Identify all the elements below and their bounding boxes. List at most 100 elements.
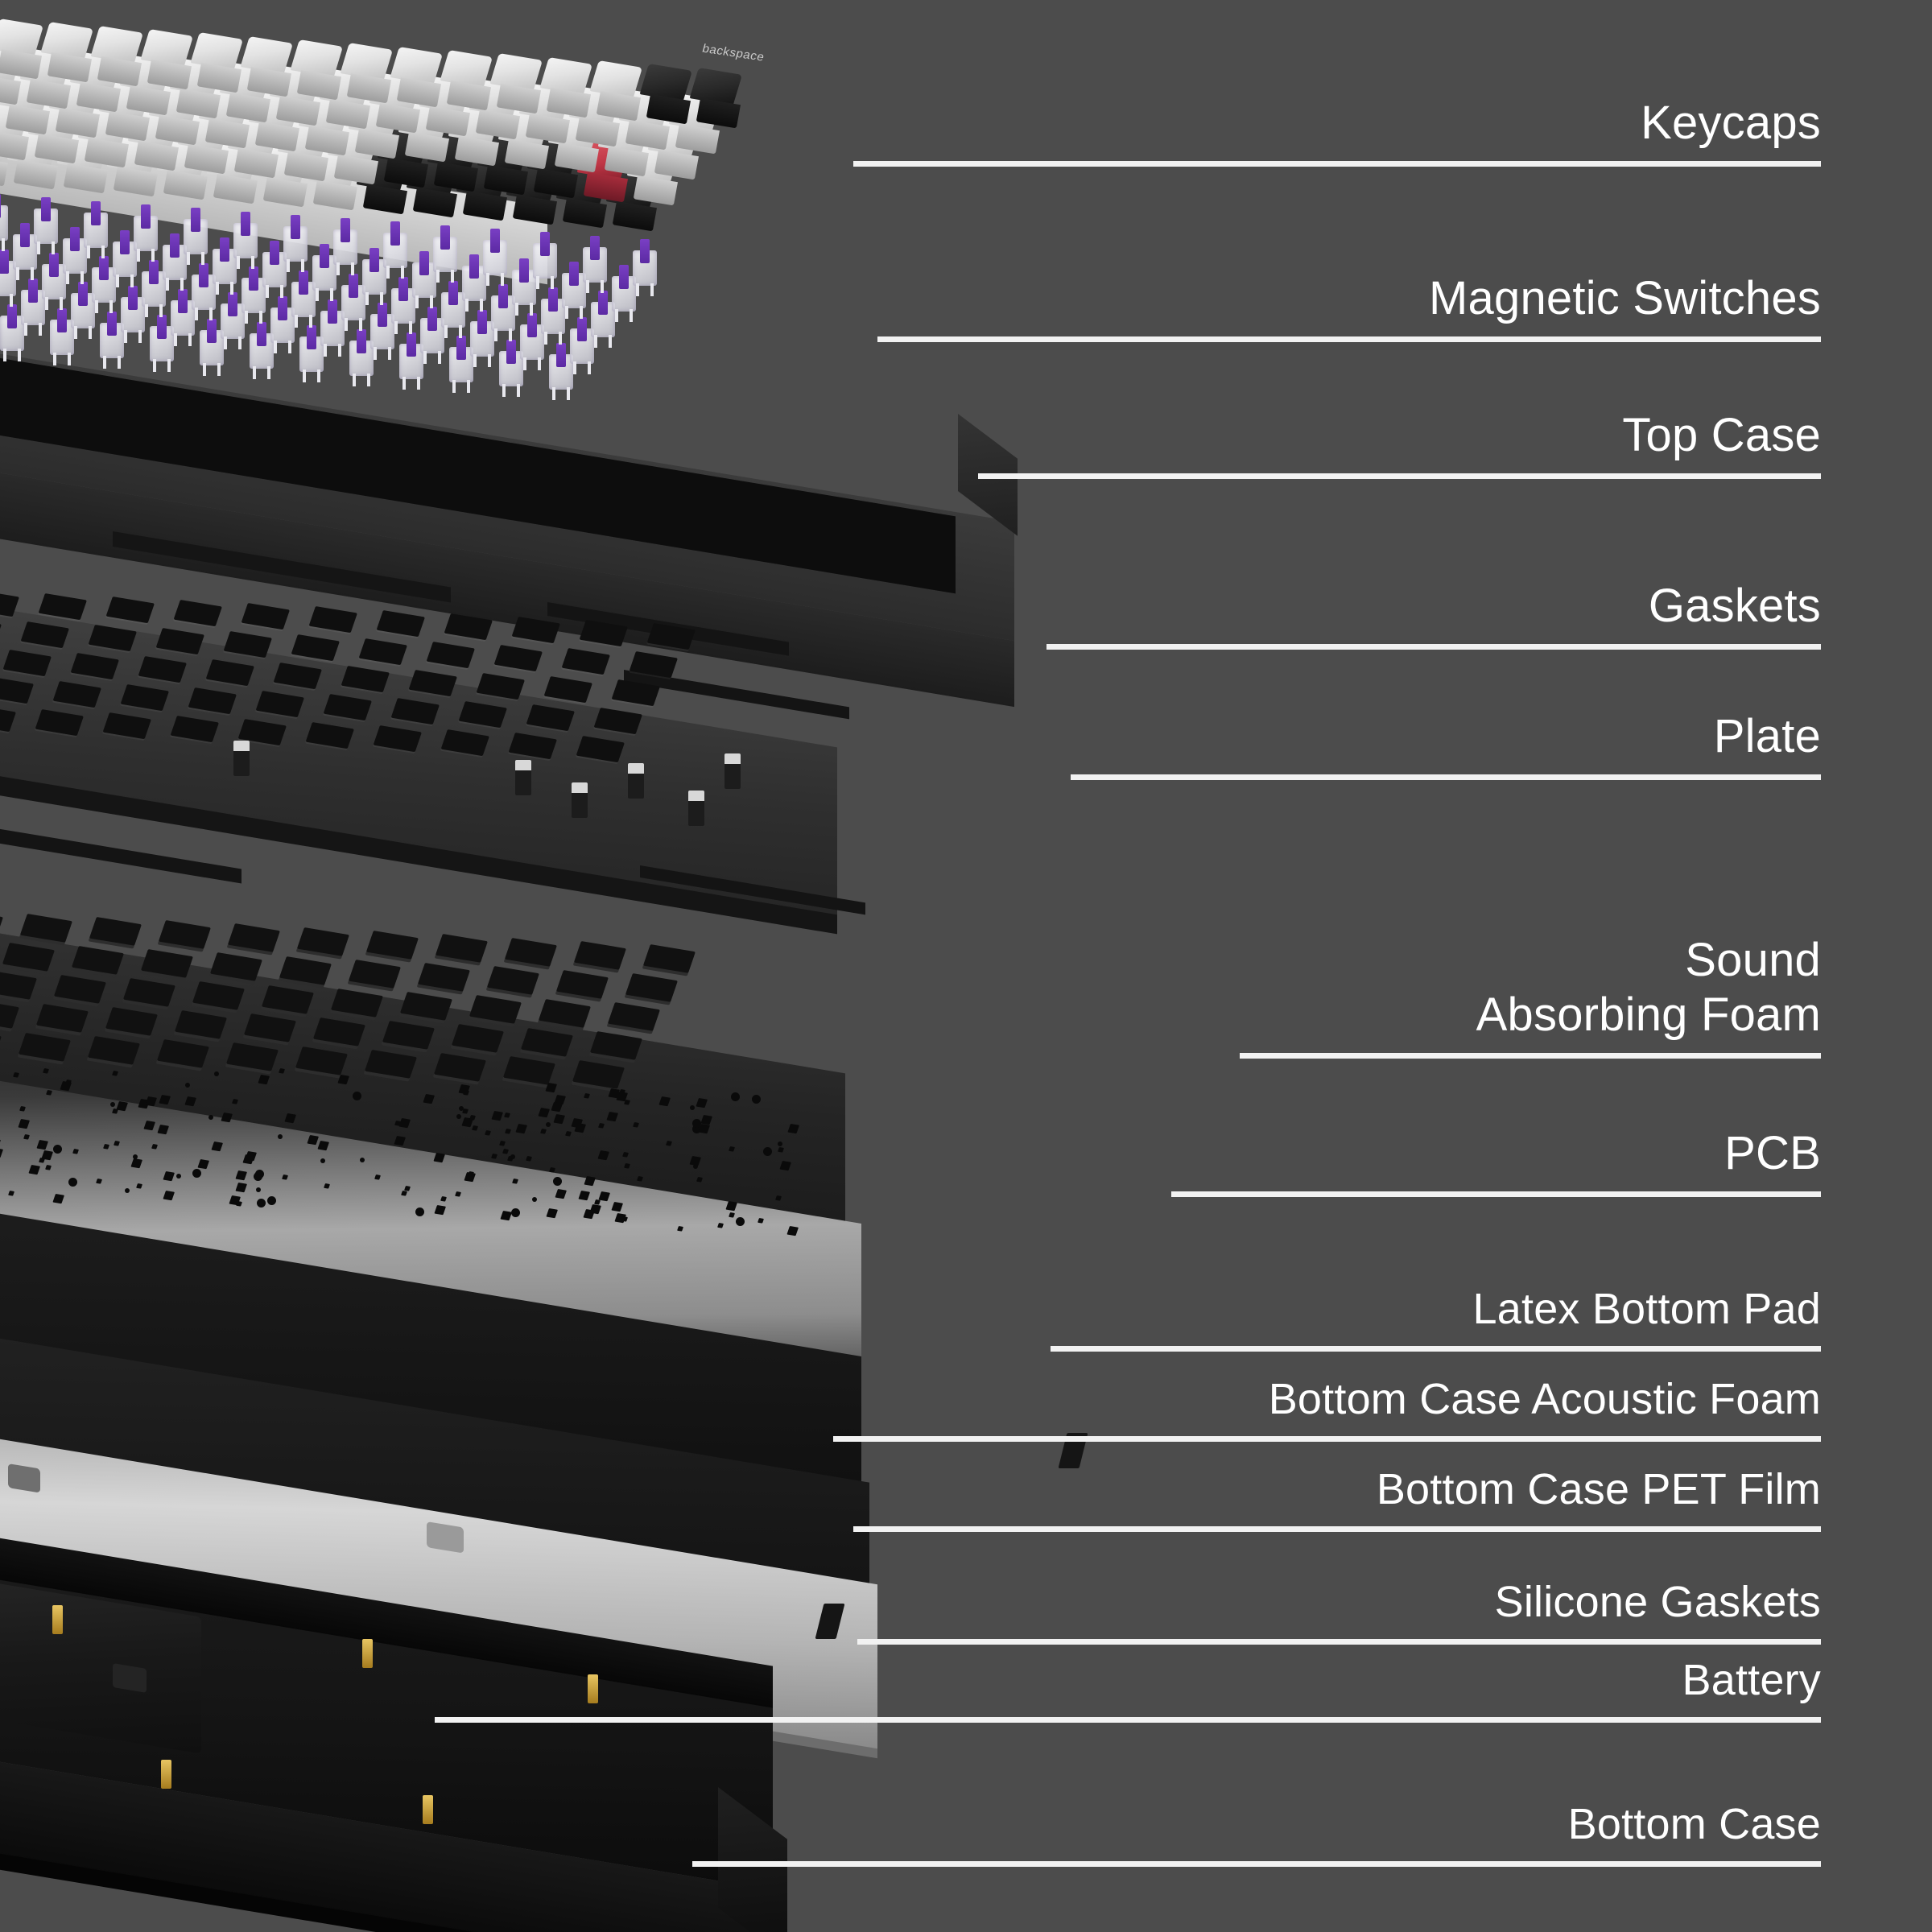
switch-pin bbox=[151, 248, 155, 262]
magnetic-switch bbox=[312, 244, 340, 305]
magnetic-switch bbox=[283, 214, 311, 276]
pcb-hole bbox=[53, 1144, 63, 1154]
switch-stem bbox=[7, 304, 17, 329]
switch-pin bbox=[301, 258, 304, 272]
switch-pin bbox=[187, 252, 190, 266]
switch-pin bbox=[217, 362, 221, 376]
pcb-hole bbox=[214, 1071, 220, 1076]
switch-pin bbox=[60, 296, 63, 310]
switch-pin bbox=[486, 273, 489, 287]
switch-pin bbox=[565, 305, 568, 319]
magnetic-switch bbox=[163, 233, 190, 295]
switch-pin bbox=[380, 291, 383, 305]
magnetic-switch bbox=[499, 339, 526, 401]
magnetic-switch bbox=[399, 332, 427, 394]
switch-pin bbox=[402, 376, 406, 390]
magnetic-switch bbox=[562, 261, 589, 323]
magnetic-switch bbox=[483, 229, 510, 290]
switch-pin bbox=[409, 321, 412, 335]
magnetic-switch bbox=[383, 221, 411, 283]
switch-pin bbox=[267, 365, 270, 379]
pcb-hole bbox=[545, 1121, 551, 1127]
layer-bottom-case bbox=[0, 1463, 1079, 1932]
switch-pin bbox=[266, 285, 269, 299]
keycap bbox=[440, 49, 493, 88]
switch-pin bbox=[452, 380, 456, 394]
leader-line-silicone-gaskets bbox=[857, 1639, 1821, 1645]
switch-pin bbox=[167, 359, 171, 373]
pcb-hole bbox=[257, 1199, 266, 1208]
switch-pin bbox=[87, 245, 90, 258]
switch-stem bbox=[456, 336, 466, 361]
callout-label-latex-bottom-pad: Latex Bottom Pad bbox=[1472, 1285, 1821, 1334]
switch-pin bbox=[530, 302, 533, 316]
switch-stem bbox=[427, 306, 437, 331]
magnetic-switch bbox=[63, 226, 90, 288]
switch-stem bbox=[49, 252, 59, 277]
magnetic-switch bbox=[633, 239, 660, 300]
callout-keycaps: Keycaps bbox=[0, 0, 1821, 150]
switch-pin bbox=[18, 349, 21, 362]
switch-stem bbox=[569, 261, 579, 286]
switch-stem bbox=[398, 277, 408, 302]
switch-stem bbox=[527, 313, 537, 338]
switch-pin bbox=[45, 296, 48, 310]
magnetic-switch bbox=[100, 311, 127, 373]
switch-pin bbox=[374, 347, 377, 361]
brass-screw-post bbox=[52, 1605, 63, 1634]
switch-pin bbox=[230, 281, 233, 295]
switch-pin bbox=[130, 275, 134, 288]
magnetic-switch bbox=[433, 225, 460, 287]
magnetic-switch bbox=[583, 235, 610, 297]
switch-stem bbox=[141, 204, 151, 229]
switch-pin bbox=[237, 255, 240, 269]
switch-stem bbox=[490, 229, 500, 254]
pcb-hole bbox=[693, 1163, 699, 1169]
switch-pin bbox=[459, 324, 462, 338]
magnetic-switch bbox=[341, 273, 369, 335]
magnetic-switch bbox=[250, 321, 277, 383]
magnetic-switch bbox=[612, 265, 639, 326]
switch-stem bbox=[99, 256, 109, 281]
pcb-hole bbox=[352, 1092, 361, 1101]
switch-pin bbox=[444, 324, 448, 338]
magnetic-switch bbox=[92, 256, 119, 317]
magnetic-switch bbox=[134, 204, 161, 266]
switch-pin bbox=[109, 300, 113, 314]
callout-latex-bottom-pad: Latex Bottom Pad bbox=[1472, 1285, 1821, 1334]
magnetic-switch bbox=[549, 342, 576, 404]
switch-pin bbox=[467, 380, 470, 394]
callout-bottom-case-acoustic-foam: Bottom Case Acoustic Foam bbox=[1269, 1375, 1821, 1423]
switch-pin bbox=[295, 314, 298, 328]
keycap bbox=[90, 25, 143, 64]
switch-stem bbox=[598, 291, 608, 316]
layer-plate bbox=[0, 555, 1046, 935]
switch-pin bbox=[16, 267, 19, 281]
switch-pin bbox=[37, 242, 40, 255]
callout-label-pcb: PCB bbox=[1724, 1126, 1821, 1179]
switch-stem bbox=[128, 285, 138, 310]
pcb-hole bbox=[510, 1208, 520, 1217]
leader-line-gaskets bbox=[1046, 644, 1821, 650]
switch-pin bbox=[116, 275, 119, 288]
switch-pin bbox=[567, 386, 570, 400]
leader-line-magnetic-switches bbox=[877, 336, 1821, 342]
switch-pin bbox=[538, 357, 541, 371]
switch-pin bbox=[523, 357, 526, 371]
pcb-hole bbox=[175, 1174, 181, 1179]
switch-stem bbox=[349, 273, 358, 298]
switch-pin bbox=[367, 373, 370, 386]
magnetic-switch bbox=[113, 230, 140, 291]
pcb-hole bbox=[458, 1105, 464, 1111]
pcb-hole bbox=[731, 1092, 741, 1101]
pcb-hole bbox=[777, 1141, 782, 1147]
pcb-hole bbox=[456, 1113, 462, 1119]
pcb-hole bbox=[751, 1094, 761, 1104]
switch-stem bbox=[407, 332, 416, 357]
magnetic-switch bbox=[512, 258, 539, 320]
callout-bottom-case: Bottom Case bbox=[1568, 1800, 1821, 1848]
callout-label-silicone-gaskets: Silicone Gaskets bbox=[1494, 1578, 1821, 1627]
magnetic-switch bbox=[142, 259, 169, 321]
switch-pin bbox=[159, 303, 163, 317]
switch-pin bbox=[238, 336, 242, 350]
